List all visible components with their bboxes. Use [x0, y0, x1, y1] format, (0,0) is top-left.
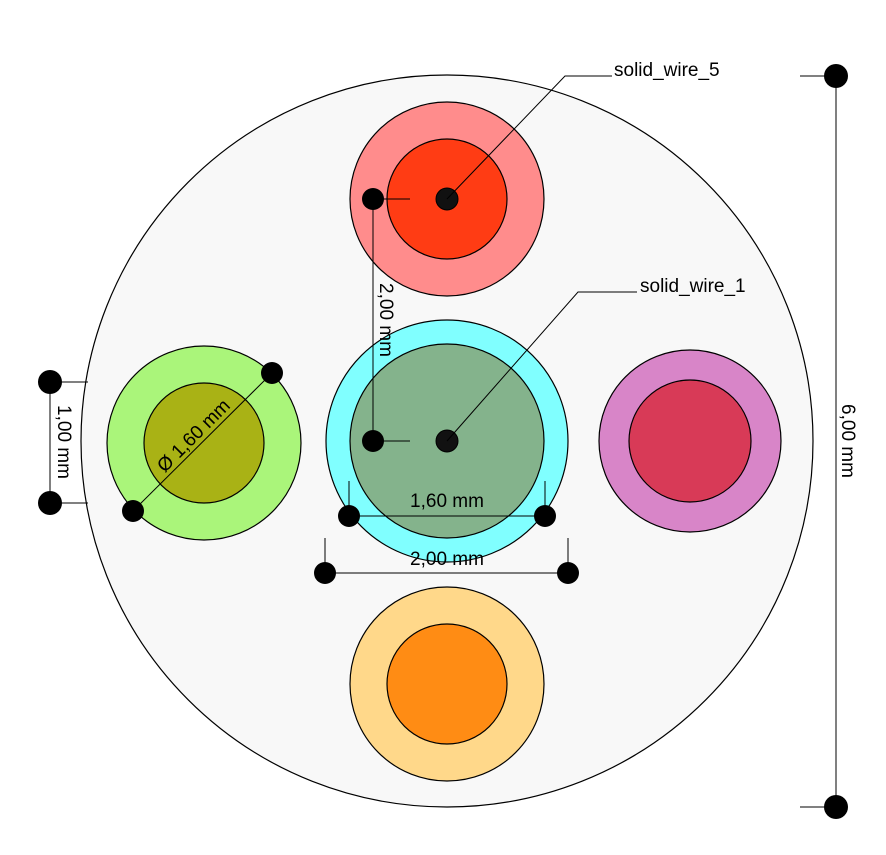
dimension-handle[interactable]	[261, 362, 283, 384]
conductor-bottom-core	[386, 623, 508, 745]
dimension-handle[interactable]	[122, 500, 144, 522]
wire-center-label: solid_wire_1	[640, 276, 746, 297]
outer-diameter-label: 6,00 mm	[837, 404, 858, 478]
insulation-thickness-label: 1,00 mm	[53, 405, 74, 479]
dimension-handle[interactable]	[38, 370, 62, 394]
insulation-width-label: 2,00 mm	[410, 549, 484, 570]
conductor-bottom	[349, 586, 545, 782]
dimension-handle[interactable]	[557, 562, 579, 584]
wire-center-leader	[446, 291, 637, 442]
insulation-thickness-dimension: 1,00 mm	[38, 370, 88, 515]
vertical-spacing-label: 2,00 mm	[375, 283, 396, 357]
outer-diameter-dimension: 6,00 mm	[800, 64, 858, 819]
dimension-handle[interactable]	[534, 505, 556, 527]
dimension-handle[interactable]	[824, 795, 848, 819]
dimension-handle[interactable]	[362, 430, 384, 452]
core-width-dimension: 1,60 mm	[338, 481, 556, 527]
conductor-left-core	[143, 382, 265, 504]
dimension-handle[interactable]	[824, 64, 848, 88]
conductor-right	[598, 349, 782, 533]
vertical-spacing-dimension: 2,00 mm	[362, 188, 410, 452]
dimension-handle[interactable]	[362, 188, 384, 210]
dimension-handle[interactable]	[338, 505, 360, 527]
conductor-right-core	[628, 379, 752, 503]
dimension-handle[interactable]	[38, 491, 62, 515]
dimension-handle[interactable]	[314, 562, 336, 584]
wire-top-label: solid_wire_5	[614, 60, 720, 81]
conductor-left	[106, 345, 302, 541]
wire-top-leader	[446, 75, 612, 200]
core-width-label: 1,60 mm	[410, 491, 484, 512]
insulation-width-dimension: 2,00 mm	[314, 538, 579, 584]
